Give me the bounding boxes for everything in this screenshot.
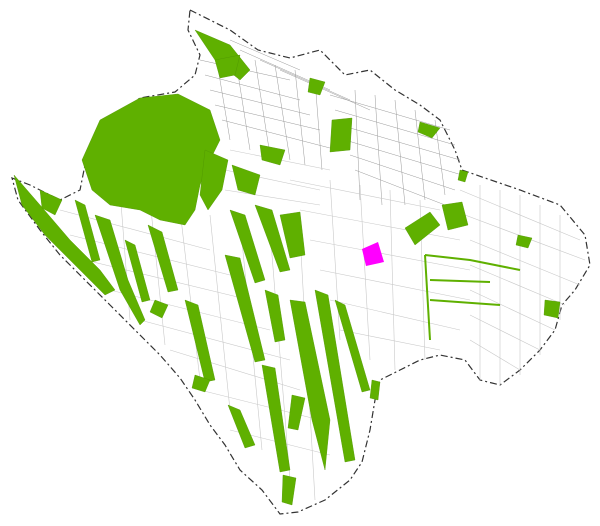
highlighted-parcel[interactable] [362,242,384,266]
green-areas [13,29,561,506]
green-area [149,299,169,319]
green-area [334,299,371,393]
green-area [543,299,561,319]
green-area [231,164,261,196]
green-area [147,224,179,293]
green-area [227,404,256,449]
green-area [259,144,286,166]
green-area [261,364,291,473]
green-area [281,474,297,506]
green-area [74,199,101,263]
green-area [287,394,306,431]
green-area [369,379,381,401]
green-area [314,289,356,463]
green-area [39,189,63,216]
green-area [264,289,286,343]
green-area [199,149,229,211]
green-area [404,211,441,246]
dense-street-cluster-north [199,39,463,206]
green-area [214,54,241,79]
green-area [124,239,151,303]
green-area [329,117,353,153]
green-area [254,204,291,273]
green-area [94,214,146,326]
green-area [224,254,266,363]
green-area [417,121,441,139]
green-area-large-park [81,93,221,226]
green-area [307,77,326,96]
green-area [289,299,331,471]
green-area [229,209,266,284]
green-area [13,174,116,296]
green-corridor [424,254,521,341]
green-area [457,169,469,183]
green-area [441,201,469,231]
district-boundary [11,9,591,515]
green-area [279,211,306,259]
green-area [191,374,211,393]
green-area [515,234,533,249]
green-area [184,299,216,383]
